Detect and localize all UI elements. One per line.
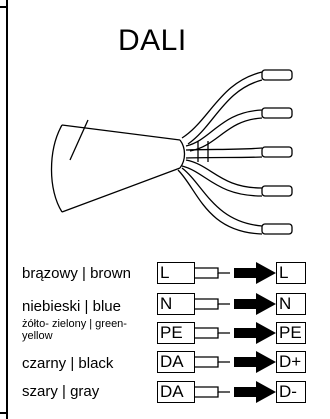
- terminal-to: D-: [276, 381, 306, 403]
- arrow-right-icon: [234, 351, 276, 373]
- wire-4-tip: [261, 185, 293, 197]
- arrow-right-icon: [234, 322, 276, 344]
- wire-5-tip: [261, 223, 293, 235]
- wire-color-label: niebieski | blue: [22, 298, 121, 315]
- terminal-from: N: [157, 293, 195, 315]
- arrow-connector: [195, 322, 276, 344]
- terminal-from: DA: [157, 351, 195, 373]
- cable-end-cut: [179, 139, 186, 169]
- arrow-connector: [195, 351, 276, 373]
- arrow-right-icon: [234, 381, 276, 403]
- frame-left: [6, 0, 8, 419]
- wire-1-tip: [261, 69, 293, 81]
- wire-2: [185, 109, 263, 147]
- arrow-connector: [195, 262, 276, 284]
- wire-color-label: brązowy | brown: [22, 265, 131, 282]
- wire-color-label: żółto- zielony | green-yellow: [22, 318, 127, 342]
- terminal-to: N: [276, 293, 306, 315]
- wire-3: [185, 147, 263, 151]
- terminal-from: DA: [157, 381, 195, 403]
- wire-3-tip: [261, 146, 293, 158]
- terminal-to: D+: [276, 351, 306, 373]
- arrow-right-icon: [234, 262, 276, 284]
- wire-1: [181, 71, 263, 139]
- arrow-connector: [195, 381, 276, 403]
- terminal-from: PE: [157, 322, 195, 344]
- diagram-title: DALI: [118, 24, 187, 57]
- wire-5: [181, 167, 263, 227]
- terminal-to: PE: [276, 322, 306, 344]
- cable-jacket-top: [61, 124, 181, 141]
- wire-4: [185, 159, 263, 189]
- frame-bottom: [0, 412, 7, 414]
- wire-2-tip: [261, 107, 293, 119]
- terminal-from: L: [157, 262, 195, 284]
- terminal-to: L: [276, 262, 306, 284]
- arrow-right-icon: [234, 293, 276, 315]
- wire-color-label: czarny | black: [22, 355, 114, 372]
- cable-illustration: [50, 69, 293, 235]
- arrow-connector: [195, 293, 276, 315]
- cable-end-ellipse: [50, 124, 63, 213]
- cable-jacket-bottom: [61, 167, 181, 213]
- wire-color-label: szary | gray: [22, 383, 100, 400]
- frame-top: [0, 6, 7, 8]
